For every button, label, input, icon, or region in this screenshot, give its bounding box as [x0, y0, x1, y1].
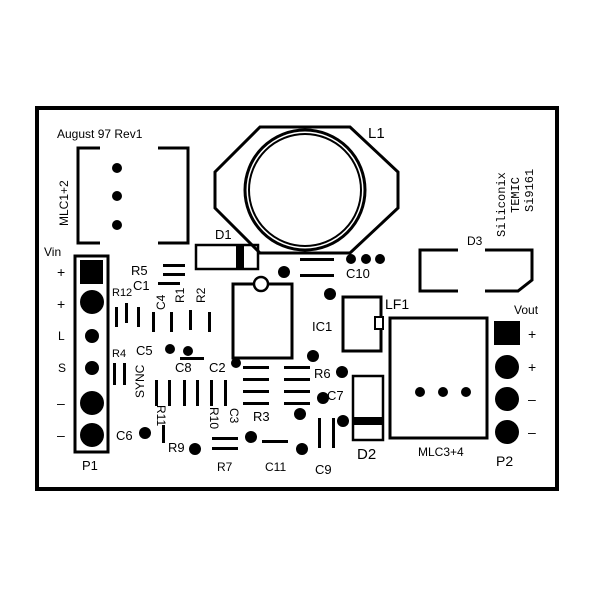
l1-label: L1: [368, 125, 385, 142]
p2-header-label: Vout: [514, 303, 539, 317]
p2-pin-4: –: [528, 424, 536, 440]
lf1-label: LF1: [385, 296, 409, 312]
r10-label: R10: [207, 407, 221, 429]
diode-d2: D2: [351, 374, 385, 463]
p2-name: P2: [496, 453, 513, 469]
p1-name: P1: [82, 458, 98, 473]
r2-label: R2: [194, 287, 208, 303]
diode-d3: D3: [418, 234, 534, 293]
p1-pin-3: L: [58, 329, 65, 343]
p2-pin-3: –: [528, 391, 536, 407]
r3-label: R3: [253, 409, 270, 424]
c10-label: C10: [346, 266, 370, 281]
p1-pin-2: +: [57, 296, 65, 312]
mlc34-label: MLC3+4: [418, 445, 464, 459]
c9-label: C9: [315, 462, 332, 477]
d2-label: D2: [357, 446, 376, 463]
vendor-siliconix: Siliconix: [495, 172, 509, 237]
p1-header-label: Vin: [44, 245, 61, 259]
c6-label: C6: [116, 428, 133, 443]
vendor-part: Si9161: [523, 169, 537, 212]
connector-mlc12: MLC1+2: [57, 146, 190, 245]
r1-label: R1: [173, 287, 187, 303]
diode-d1: D1: [194, 227, 260, 271]
p2-pin-1: +: [528, 326, 536, 342]
revision-label: August 97 Rev1: [57, 127, 143, 141]
connector-mlc34: MLC3+4: [388, 316, 489, 459]
r11-label: R11: [154, 405, 168, 426]
ic1-lf1: LF1 IC1: [312, 295, 409, 353]
r5-label: R5: [131, 263, 148, 278]
r6-label: R6: [314, 366, 331, 381]
c10-pads: C10: [278, 254, 385, 300]
c11-label: C11: [265, 460, 286, 474]
p1-pin-4: S: [58, 361, 66, 375]
c4-label: C4: [154, 294, 168, 310]
vendor-temic: TEMIC: [509, 177, 523, 213]
board-outline: [35, 106, 559, 491]
p1-pin-6: –: [57, 427, 65, 443]
c7-label: C7: [327, 388, 344, 403]
d1-label: D1: [215, 227, 232, 242]
p2-pin-2: +: [528, 359, 536, 375]
mlc12-label: MLC1+2: [57, 180, 71, 226]
r9-label: R9: [168, 440, 185, 455]
c5-label: C5: [136, 343, 153, 358]
p1-pin-1: +: [57, 264, 65, 280]
r12-label: R12: [112, 287, 132, 299]
sync-label: SYNC: [133, 364, 147, 398]
p1-pin-5: –: [57, 395, 65, 411]
connector-p2: Vout + + – – P2: [494, 303, 539, 469]
ic1-label: IC1: [312, 319, 332, 334]
inductor-l1: L1: [213, 125, 400, 255]
ic-main: [231, 275, 294, 360]
c1-label: C1: [133, 278, 150, 293]
c8-label: C8: [175, 360, 192, 375]
passives-center: C2 R3 C11 R6 C7 C9: [209, 350, 349, 477]
d3-label: D3: [467, 234, 483, 248]
c2-label: C2: [209, 360, 226, 375]
r7-label: R7: [217, 460, 233, 474]
connector-p1: Vin + + L S – – P1: [44, 245, 110, 473]
r4-label: R4: [112, 348, 126, 360]
vendor-text: Siliconix TEMIC Si9161: [495, 169, 537, 237]
passives-upper-left: R5 C1 R12 C4 R1 R2 R4 SYNC C5 C8 R11 R10…: [112, 263, 241, 474]
c3-label: C3: [227, 408, 241, 424]
